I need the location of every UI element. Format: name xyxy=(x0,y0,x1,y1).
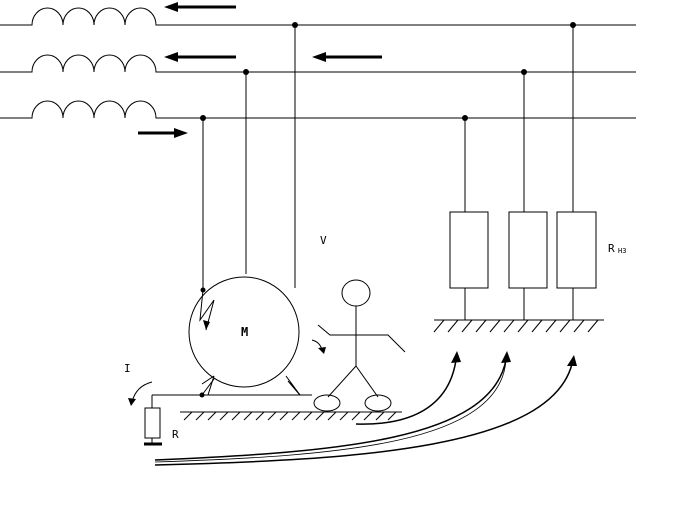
ground-loads xyxy=(433,319,604,333)
svg-text:H3: H3 xyxy=(618,247,626,255)
ground-resistor: R xyxy=(144,394,202,446)
ground-motor xyxy=(180,411,402,421)
motor-label: M xyxy=(241,325,248,339)
return-current-arrowheads xyxy=(451,351,577,366)
person-foot-left xyxy=(313,394,341,412)
return-current-curves xyxy=(154,359,573,466)
phase-line-2 xyxy=(0,54,636,73)
phase-line-3 xyxy=(0,100,636,119)
person xyxy=(313,279,406,412)
load-resistors xyxy=(449,25,597,320)
load-resistor-label: R H3 xyxy=(608,242,626,255)
arrow-line-3-right xyxy=(138,128,188,138)
fault-zigzag xyxy=(199,289,215,331)
arrow-line-2-left-right-side xyxy=(312,52,382,62)
arrow-line-1-left xyxy=(164,2,236,12)
svg-text:R: R xyxy=(608,242,615,255)
tap-junctions xyxy=(200,22,576,293)
arrow-line-2-left xyxy=(164,52,236,62)
coil-3 xyxy=(0,100,636,119)
motor-taps xyxy=(202,25,296,290)
motor-base xyxy=(180,375,310,396)
coil-1 xyxy=(0,7,636,26)
person-foot-right xyxy=(364,394,392,412)
ground-resistor-label: R xyxy=(172,428,179,441)
current-arrow xyxy=(128,381,153,406)
coil-2 xyxy=(0,54,636,73)
phase-line-1 xyxy=(0,7,636,26)
current-label: I xyxy=(124,362,131,375)
voltage-label: V xyxy=(320,234,327,247)
motor-housing xyxy=(188,276,300,388)
motor: M xyxy=(180,276,326,398)
person-head xyxy=(341,279,371,307)
